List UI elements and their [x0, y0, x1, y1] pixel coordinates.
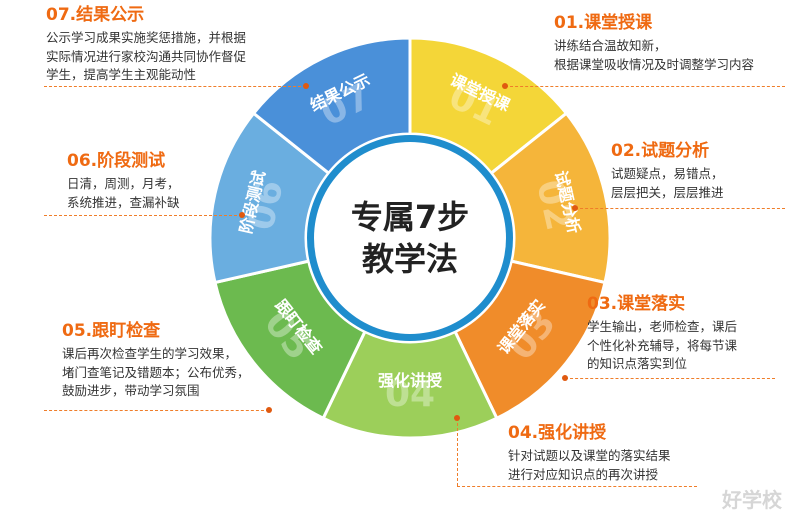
- note-line-05-3: 鼓励进步，带动学习氛围: [62, 383, 200, 398]
- center-title-line1: 专属7步: [351, 198, 469, 236]
- ring-segment-02: [489, 111, 612, 285]
- note-step-06: 06.阶段测试 日清，周测，月考， 系统推进，查漏补缺: [67, 150, 180, 212]
- note-title-06: 06.阶段测试: [67, 151, 166, 171]
- ring-segment-07: [251, 36, 412, 176]
- note-line-06-2: 系统推进，查漏补缺: [67, 194, 180, 210]
- note-line-01-2: 根据课堂吸收情况及时调整学习内容: [554, 56, 755, 72]
- note-line-04-1: 针对试题以及课堂的落实结果: [508, 448, 671, 463]
- connector-dot-06: [239, 212, 245, 218]
- segment-label-04: 强化讲授: [378, 371, 443, 390]
- connector-dot-04: [454, 415, 460, 421]
- note-line-05-2: 堵门查笔记及错题本；公布优秀，: [62, 364, 250, 380]
- note-line-03-2: 个性化补充辅导，将每节课: [587, 337, 738, 353]
- note-line-03-3: 的知识点落实到位: [587, 356, 688, 371]
- connector-01: [505, 86, 785, 87]
- note-line-07-2: 实际情况进行家校沟通共同协作督促: [46, 48, 247, 64]
- connector-03: [565, 378, 775, 379]
- note-step-05: 05.跟盯检查 课后再次检查学生的学习效果， 堵门查笔记及错题本；公布优秀， 鼓…: [62, 320, 250, 401]
- note-step-04: 04.强化讲授 针对试题以及课堂的落实结果 进行对应知识点的再次讲授: [508, 422, 671, 484]
- connector-dot-05: [266, 407, 272, 413]
- note-step-02: 02.试题分析 试题疑点，易错点， 层层把关，层层推进: [611, 140, 724, 202]
- note-line-05-1: 课后再次检查学生的学习效果，: [62, 346, 238, 361]
- note-title-02: 02.试题分析: [611, 141, 710, 161]
- note-line-07-1: 公示学习成果实施奖惩措施，并根据: [46, 30, 247, 45]
- note-line-04-2: 进行对应知识点的再次讲授: [508, 466, 659, 482]
- connector-07: [44, 86, 306, 87]
- note-title-07: 07.结果公示: [46, 5, 145, 25]
- segment-number-04: 04: [385, 374, 435, 415]
- connector-04: [457, 486, 697, 487]
- ring-segment-01: [408, 36, 569, 176]
- note-title-05: 05.跟盯检查: [62, 321, 161, 341]
- note-title-03: 03.课堂落实: [587, 294, 686, 314]
- note-line-06-1: 日清，周测，月考，: [67, 176, 180, 191]
- ring-segment-04: [321, 329, 499, 440]
- watermark-logo: 好学校: [722, 488, 782, 512]
- connector-dot-01: [502, 83, 508, 89]
- note-line-07-3: 学生，提高学生主观能动性: [46, 67, 197, 82]
- center-disc: [314, 142, 506, 334]
- note-line-02-1: 试题疑点，易错点，: [611, 166, 724, 181]
- note-title-01: 01.课堂授课: [554, 13, 653, 33]
- wheel-ring: [208, 36, 612, 440]
- note-step-01: 01.课堂授课 讲练结合温故知新， 根据课堂吸收情况及时调整学习内容: [554, 12, 754, 74]
- ring-segment-03: [453, 259, 607, 421]
- connector-dot-03: [562, 375, 568, 381]
- note-step-03: 03.课堂落实 学生输出，老师检查，课后 个性化补充辅导，将每节课 的知识点落实…: [587, 293, 737, 374]
- connector-05: [44, 410, 269, 411]
- note-title-04: 04.强化讲授: [508, 423, 607, 443]
- center-title-line2: 教学法: [362, 240, 458, 278]
- note-step-07: 07.结果公示 公示学习成果实施奖惩措施，并根据 实际情况进行家校沟通共同协作督…: [46, 4, 246, 85]
- ring-segment-05: [213, 259, 367, 421]
- connector-dot-02: [572, 205, 578, 211]
- ring-segment-06: [208, 111, 331, 285]
- note-line-01-1: 讲练结合温故知新，: [554, 38, 667, 53]
- connector-06: [44, 215, 242, 216]
- note-line-03-1: 学生输出，老师检查，课后: [587, 319, 738, 334]
- connector-dot-07: [303, 83, 309, 89]
- connector-04-vertical: [457, 418, 458, 486]
- connector-02: [575, 208, 785, 209]
- note-line-02-2: 层层把关，层层推进: [611, 184, 724, 200]
